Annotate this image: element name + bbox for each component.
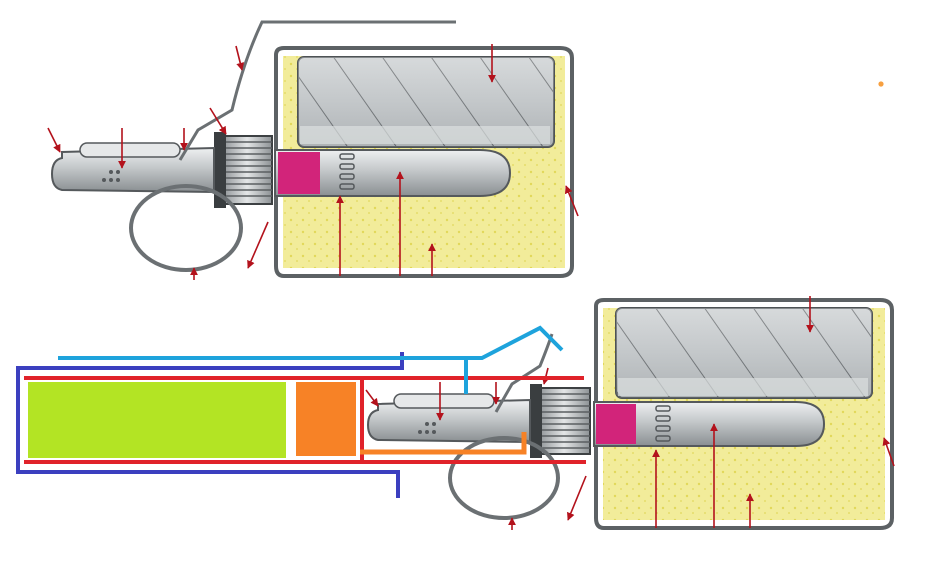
orange-block bbox=[296, 382, 356, 456]
orange-bracket bbox=[360, 432, 527, 455]
threaded-neck bbox=[537, 387, 591, 455]
grenade-bottom bbox=[365, 296, 895, 530]
orange-dot bbox=[878, 81, 884, 87]
main-charge-icon bbox=[615, 307, 873, 399]
threaded-neck bbox=[221, 135, 273, 205]
red-tube-outline bbox=[24, 376, 586, 464]
pull-ring-icon bbox=[448, 436, 560, 520]
overlay-annotations bbox=[16, 325, 586, 498]
fuze-assembly-icon bbox=[50, 142, 215, 194]
main-charge-icon bbox=[297, 56, 555, 148]
detonator-icon bbox=[596, 404, 636, 444]
green-block bbox=[28, 382, 286, 458]
detonator-tube bbox=[274, 149, 512, 197]
detonator-tube bbox=[593, 401, 826, 447]
pull-ring-icon bbox=[129, 184, 243, 272]
blue-bracket bbox=[16, 352, 404, 498]
fuze-assembly-icon bbox=[366, 393, 531, 444]
detonator-icon bbox=[278, 152, 320, 194]
grenade-top bbox=[47, 20, 579, 280]
cyan-lever-line bbox=[58, 325, 564, 394]
